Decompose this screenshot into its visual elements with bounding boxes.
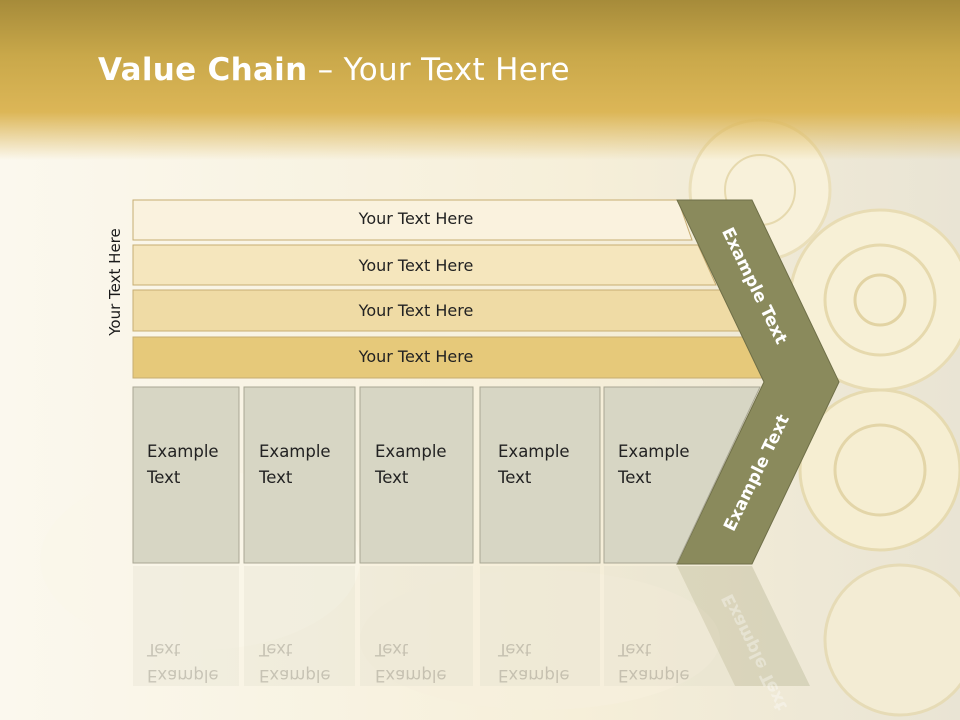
bar-2-shape[interactable] (132, 244, 717, 286)
box-4-shape[interactable] (479, 386, 601, 564)
bar-1-label: Your Text Here (358, 209, 474, 228)
box-3-shape[interactable] (359, 386, 474, 564)
bar-4-label: Your Text Here (358, 347, 474, 366)
title-bold: Value Chain (98, 52, 308, 88)
box-4-reflection (480, 566, 600, 686)
box-1-shape[interactable] (132, 386, 240, 564)
box-1-mirror-label: Example Text (147, 636, 247, 688)
box-1-reflection (133, 566, 239, 686)
box-5-reflection (604, 566, 735, 686)
box-2-mirror-label: Example Text (259, 636, 359, 688)
box-5-label: Example Text (618, 439, 718, 491)
box-3-mirror-line1: Example (375, 666, 447, 685)
box-4-mirror-line2: Text (498, 640, 532, 659)
reflection-group (133, 566, 810, 686)
box-3-reflection (360, 566, 473, 686)
box-2-reflection (244, 566, 355, 686)
box-5-mirror-line2: Text (618, 640, 652, 659)
box-2-mirror-line1: Example (259, 666, 331, 685)
box-4-mirror-label: Example Text (498, 636, 598, 688)
box-5-mirror-label: Example Text (618, 636, 718, 688)
box-2-label: Example Text (259, 439, 359, 491)
box-5-line1: Example (618, 442, 690, 461)
bar-1-shape[interactable] (132, 199, 693, 241)
chevron-arrow[interactable] (676, 199, 840, 565)
box-4-mirror-line1: Example (498, 666, 570, 685)
box-4-line2: Text (498, 468, 532, 487)
box-5-shape[interactable] (603, 386, 761, 564)
box-3-label: Example Text (375, 439, 475, 491)
box-3-line2: Text (375, 468, 409, 487)
box-1-mirror-line1: Example (147, 666, 219, 685)
box-4-line1: Example (498, 442, 570, 461)
bar-2-label: Your Text Here (358, 256, 474, 275)
box-2-mirror-line2: Text (259, 640, 293, 659)
box-3-mirror-label: Example Text (375, 636, 475, 688)
box-2-line2: Text (259, 468, 293, 487)
box-2-line1: Example (259, 442, 331, 461)
box-2-shape[interactable] (243, 386, 356, 564)
box-5-line2: Text (618, 468, 652, 487)
box-3-mirror-line2: Text (375, 640, 409, 659)
box-5-mirror-line1: Example (618, 666, 690, 685)
box-1-label: Example Text (147, 439, 247, 491)
slide-title: Value Chain – Your Text Here (98, 52, 570, 88)
box-1-mirror-line2: Text (147, 640, 181, 659)
header-band (0, 0, 960, 160)
box-1-line2: Text (147, 468, 181, 487)
box-3-line1: Example (375, 442, 447, 461)
box-1-line1: Example (147, 442, 219, 461)
title-rest: – Your Text Here (307, 52, 570, 88)
box-4-label: Example Text (498, 439, 598, 491)
chevron-reflection (677, 566, 810, 686)
bar-3-label: Your Text Here (358, 301, 474, 320)
